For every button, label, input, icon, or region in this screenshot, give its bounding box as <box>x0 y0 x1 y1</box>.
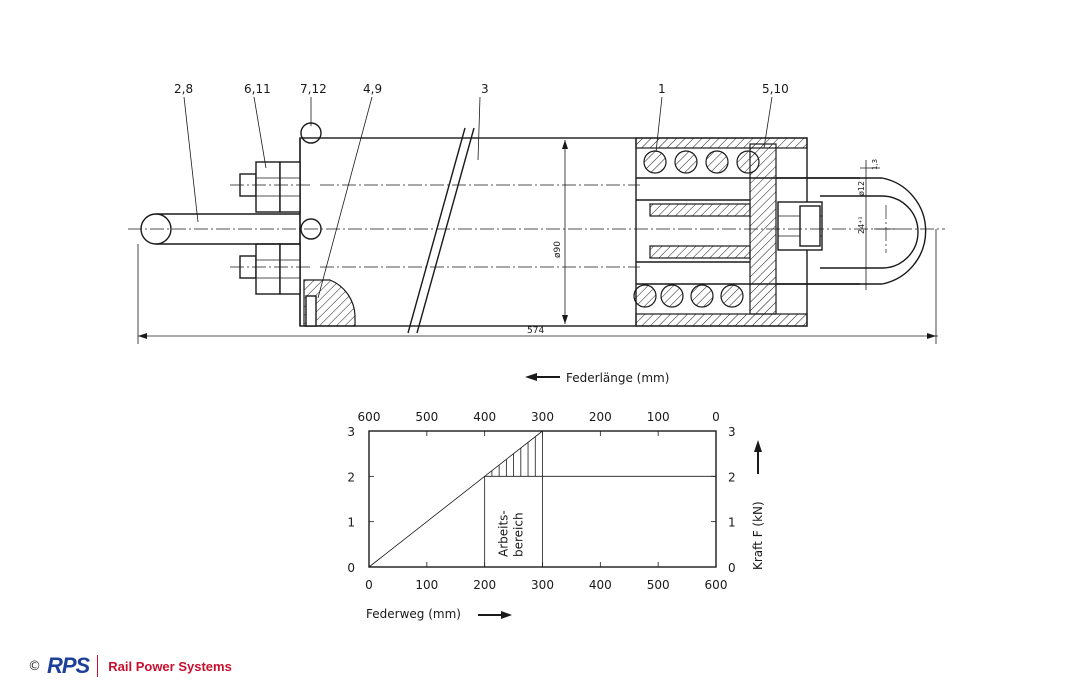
rps-logo: RPS <box>47 653 90 678</box>
top-tick-label: 300 <box>531 410 554 424</box>
top-tick-label: 400 <box>473 410 496 424</box>
y-tick-label-right: 3 <box>728 425 736 439</box>
chart-marks: Arbeits-bereich <box>368 430 716 568</box>
y-axis-label: Kraft F (kN) <box>751 501 765 570</box>
y-tick-label-right: 2 <box>728 470 736 484</box>
part-label-4-9: 4,9 <box>363 82 382 96</box>
working-range-label-1: Arbeits- <box>497 510 511 557</box>
x-tick-label: 100 <box>415 578 438 592</box>
logo-divider <box>97 655 99 677</box>
dim-diameter: ø90 <box>553 241 563 258</box>
x-axis-label: Federweg (mm) <box>366 607 461 621</box>
dim-small-3: 24⁺¹ <box>857 216 866 234</box>
part-label-1: 1 <box>658 82 666 96</box>
part-label-2-8: 2,8 <box>174 82 193 96</box>
x-tick-label: 600 <box>705 578 728 592</box>
y-tick-label-left: 2 <box>347 470 355 484</box>
y-axis: Kraft F (kN) <box>751 440 765 570</box>
x-tick-label: 300 <box>531 578 554 592</box>
y-axis-arrow-icon <box>754 440 762 474</box>
part-label-6-11: 6,11 <box>244 82 271 96</box>
dim-small-1: 1,3 <box>871 159 879 170</box>
dim-length: 574 <box>527 326 544 336</box>
part-label-5-10: 5,10 <box>762 82 789 96</box>
top-axis-arrow-icon <box>525 373 560 381</box>
top-tick-label: 200 <box>589 410 612 424</box>
y-tick-label-right: 0 <box>728 561 736 575</box>
copyright-symbol: © <box>28 658 41 674</box>
y-tick-label-left: 0 <box>347 561 355 575</box>
top-tick-label: 500 <box>415 410 438 424</box>
top-axis: Federlänge (mm) <box>525 371 669 385</box>
spring-assembly-drawing: ø90 574 1,3 ø12 24⁺¹ 2,8 6,11 7,12 4,9 3… <box>128 82 945 344</box>
spring-characteristic-chart: Federlänge (mm) Federweg (mm) Kraft F (k… <box>347 371 765 621</box>
y-tick-label-right: 1 <box>728 516 736 530</box>
top-tick-label: 0 <box>712 410 720 424</box>
y-tick-label-left: 1 <box>347 516 355 530</box>
x-axis: Federweg (mm) <box>366 607 512 621</box>
x-tick-label: 400 <box>589 578 612 592</box>
top-tick-label: 600 <box>358 410 381 424</box>
x-tick-label: 500 <box>647 578 670 592</box>
footer: © RPS Rail Power Systems <box>28 653 232 678</box>
part-label-7-12: 7,12 <box>300 82 327 96</box>
working-range-label-2: bereich <box>512 512 526 557</box>
dim-small-2: ø12 <box>857 181 866 196</box>
top-tick-label: 100 <box>647 410 670 424</box>
part-label-3: 3 <box>481 82 489 96</box>
x-axis-arrow-icon <box>478 611 512 619</box>
top-axis-label: Federlänge (mm) <box>566 371 669 385</box>
x-tick-label: 200 <box>473 578 496 592</box>
spring-characteristic-line <box>368 430 543 568</box>
company-name: Rail Power Systems <box>108 658 232 674</box>
y-tick-label-left: 3 <box>347 425 355 439</box>
x-tick-label: 0 <box>365 578 373 592</box>
